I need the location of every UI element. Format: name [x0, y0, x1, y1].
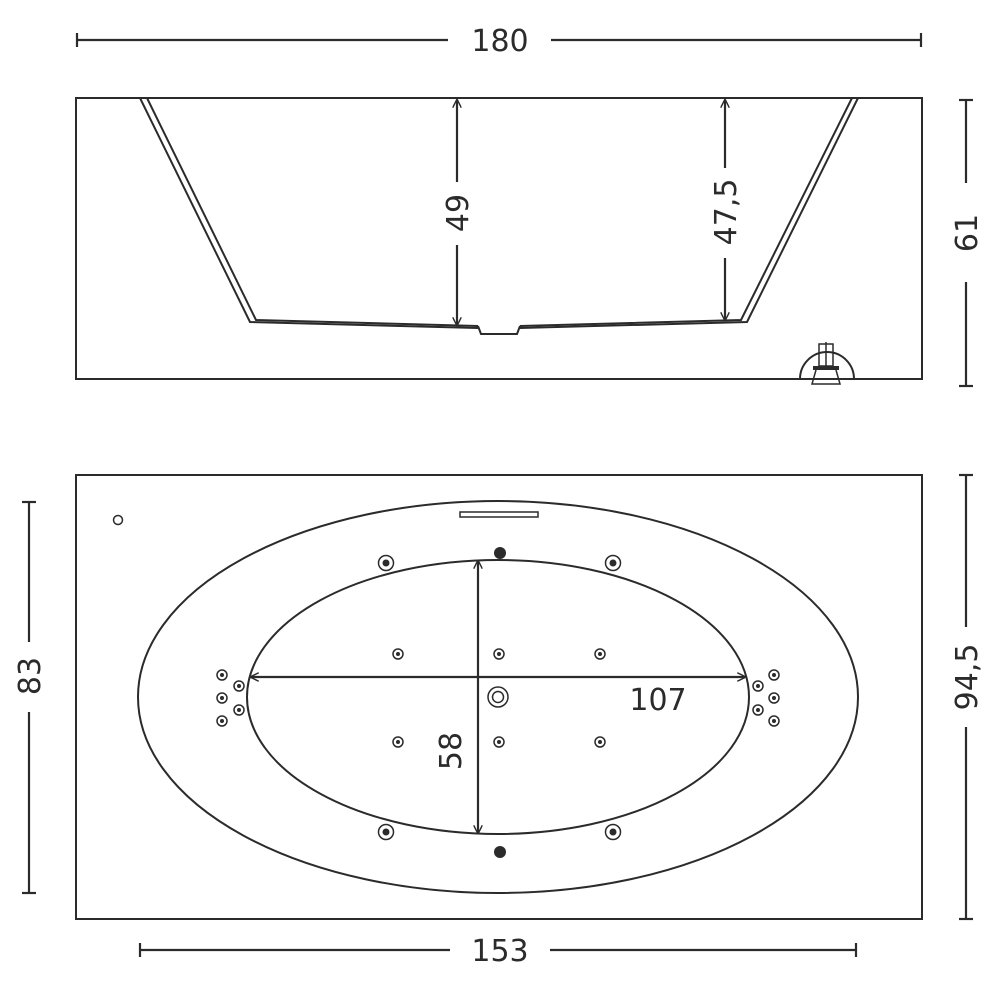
top-view: 107 58 [75, 474, 923, 920]
dimension-top-view-width: 83 [13, 500, 48, 895]
side-jet-icon [216, 692, 228, 704]
inner-basin-ellipse [246, 559, 750, 835]
dimension-top-view-width-label: 83 [13, 657, 48, 695]
side-jet-icon [752, 704, 764, 716]
air-nozzle-top [494, 547, 506, 559]
dimension-height-label: 61 [950, 214, 985, 252]
dimension-inner-depth-side-label: 47,5 [709, 179, 744, 246]
dimension-inner-width: 58 [434, 561, 478, 833]
small-jet-icon [594, 648, 606, 660]
dimension-total-length: 180 [75, 24, 923, 59]
dimension-inner-depth-side: 47,5 [709, 100, 744, 320]
side-jet-icon [752, 680, 764, 692]
dimension-height: 61 [950, 98, 985, 388]
side-jet-icon [768, 669, 780, 681]
side-jet-icon [216, 669, 228, 681]
side-jet-icon [768, 715, 780, 727]
large-jets [377, 554, 622, 841]
dimension-inner-length-label: 107 [629, 683, 686, 718]
dimension-base-length-label: 153 [471, 934, 528, 969]
dimension-inner-length: 107 [251, 677, 745, 718]
air-nozzle-bottom [494, 846, 506, 858]
small-jet-icon [493, 736, 505, 748]
small-jet-icon [392, 736, 404, 748]
side-jet-icon [233, 704, 245, 716]
dimension-inner-depth-center-label: 49 [441, 194, 476, 232]
overflow-slot [459, 511, 539, 518]
large-jet-icon [604, 823, 622, 841]
dimension-inner-width-label: 58 [434, 732, 469, 770]
left-jet-cluster [216, 669, 245, 727]
right-jet-cluster [752, 669, 780, 727]
side-jet-icon [216, 715, 228, 727]
dimension-outer-width: 94,5 [950, 473, 985, 921]
drain-icon [487, 686, 509, 708]
large-jet-icon [377, 554, 395, 572]
large-jet-icon [377, 823, 395, 841]
small-jets [392, 648, 606, 748]
dimension-base-length: 153 [138, 934, 858, 969]
small-jet-icon [493, 648, 505, 660]
small-jet-icon [594, 736, 606, 748]
large-jet-icon [604, 554, 622, 572]
adjustable-foot-icon [799, 342, 855, 385]
dimension-total-length-label: 180 [471, 24, 528, 59]
small-jet-icon [392, 648, 404, 660]
side-view: 49 47,5 [75, 97, 923, 385]
outer-rim-ellipse [137, 500, 859, 894]
dimension-outer-width-label: 94,5 [950, 644, 985, 711]
tap-hole-icon [112, 514, 124, 526]
side-jet-icon [768, 692, 780, 704]
dimension-inner-depth-center: 49 [441, 100, 476, 325]
side-jet-icon [233, 680, 245, 692]
